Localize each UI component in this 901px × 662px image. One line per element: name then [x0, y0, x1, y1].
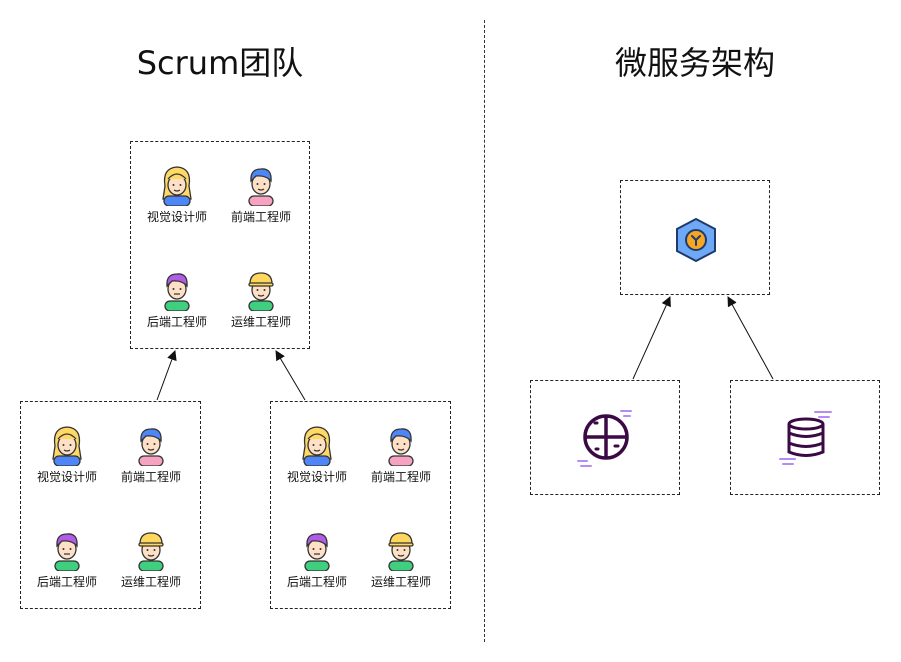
member-role-label: 视觉设计师 — [286, 470, 347, 484]
man-purple-hair-icon — [54, 533, 80, 571]
service-box-gateway[interactable] — [620, 180, 770, 295]
team-box-bottom-left[interactable]: 视觉设计师 前端工程师 后端工程师 运维工程师 — [20, 401, 201, 609]
man-purple-hair-icon — [164, 273, 190, 311]
member-role-label: 视觉设计师 — [36, 470, 97, 484]
service-box-web[interactable] — [530, 380, 680, 495]
team-member-frontend-engineer: 前端工程师 — [359, 424, 443, 485]
member-role-label: 运维工程师 — [120, 575, 181, 589]
team-box-bottom-right[interactable]: 视觉设计师 前端工程师 后端工程师 运维工程师 — [270, 401, 451, 609]
team-member-ops-engineer: 运维工程师 — [359, 529, 443, 590]
member-role-label: 运维工程师 — [370, 575, 431, 589]
team-member-visual-designer: 视觉设计师 — [25, 424, 109, 485]
man-yellow-helmet-icon — [248, 272, 274, 311]
hexagon-router-icon — [676, 217, 716, 263]
member-role-label: 后端工程师 — [146, 315, 207, 329]
section-divider — [484, 20, 485, 642]
woman-yellow-hair-icon — [162, 166, 192, 206]
arrow-web-to-gateway — [632, 296, 671, 380]
globe-network-icon — [577, 410, 632, 467]
member-role-label: 前端工程师 — [370, 470, 431, 484]
scrum-team-title: Scrum团队 — [136, 44, 304, 82]
arrow-right-team-to-top — [275, 350, 306, 401]
microservice-title: 微服务架构 — [614, 44, 775, 82]
man-blue-hair-icon — [388, 428, 414, 466]
member-role-label: 后端工程师 — [286, 575, 347, 589]
woman-yellow-hair-icon — [302, 426, 332, 466]
man-yellow-helmet-icon — [388, 532, 414, 571]
team-member-ops-engineer: 运维工程师 — [109, 529, 193, 590]
database-icon — [779, 411, 832, 465]
team-member-ops-engineer: 运维工程师 — [219, 269, 303, 330]
team-member-backend-engineer: 后端工程师 — [275, 529, 359, 590]
man-purple-hair-icon — [304, 533, 330, 571]
member-role-label: 前端工程师 — [230, 210, 291, 224]
man-blue-hair-icon — [248, 168, 274, 206]
team-member-frontend-engineer: 前端工程师 — [219, 164, 303, 225]
team-member-visual-designer: 视觉设计师 — [275, 424, 359, 485]
team-member-backend-engineer: 后端工程师 — [25, 529, 109, 590]
team-member-backend-engineer: 后端工程师 — [135, 269, 219, 330]
woman-yellow-hair-icon — [52, 426, 82, 466]
man-yellow-helmet-icon — [138, 532, 164, 571]
team-box-top[interactable]: 视觉设计师 前端工程师 后端工程师 运维工程师 — [130, 141, 310, 349]
team-member-frontend-engineer: 前端工程师 — [109, 424, 193, 485]
man-blue-hair-icon — [138, 428, 164, 466]
arrow-db-to-gateway — [727, 296, 774, 380]
member-role-label: 运维工程师 — [230, 315, 291, 329]
arrow-left-team-to-top — [156, 350, 177, 401]
team-member-visual-designer: 视觉设计师 — [135, 164, 219, 225]
member-role-label: 视觉设计师 — [146, 210, 207, 224]
member-role-label: 后端工程师 — [36, 575, 97, 589]
member-role-label: 前端工程师 — [120, 470, 181, 484]
service-box-database[interactable] — [730, 380, 880, 495]
